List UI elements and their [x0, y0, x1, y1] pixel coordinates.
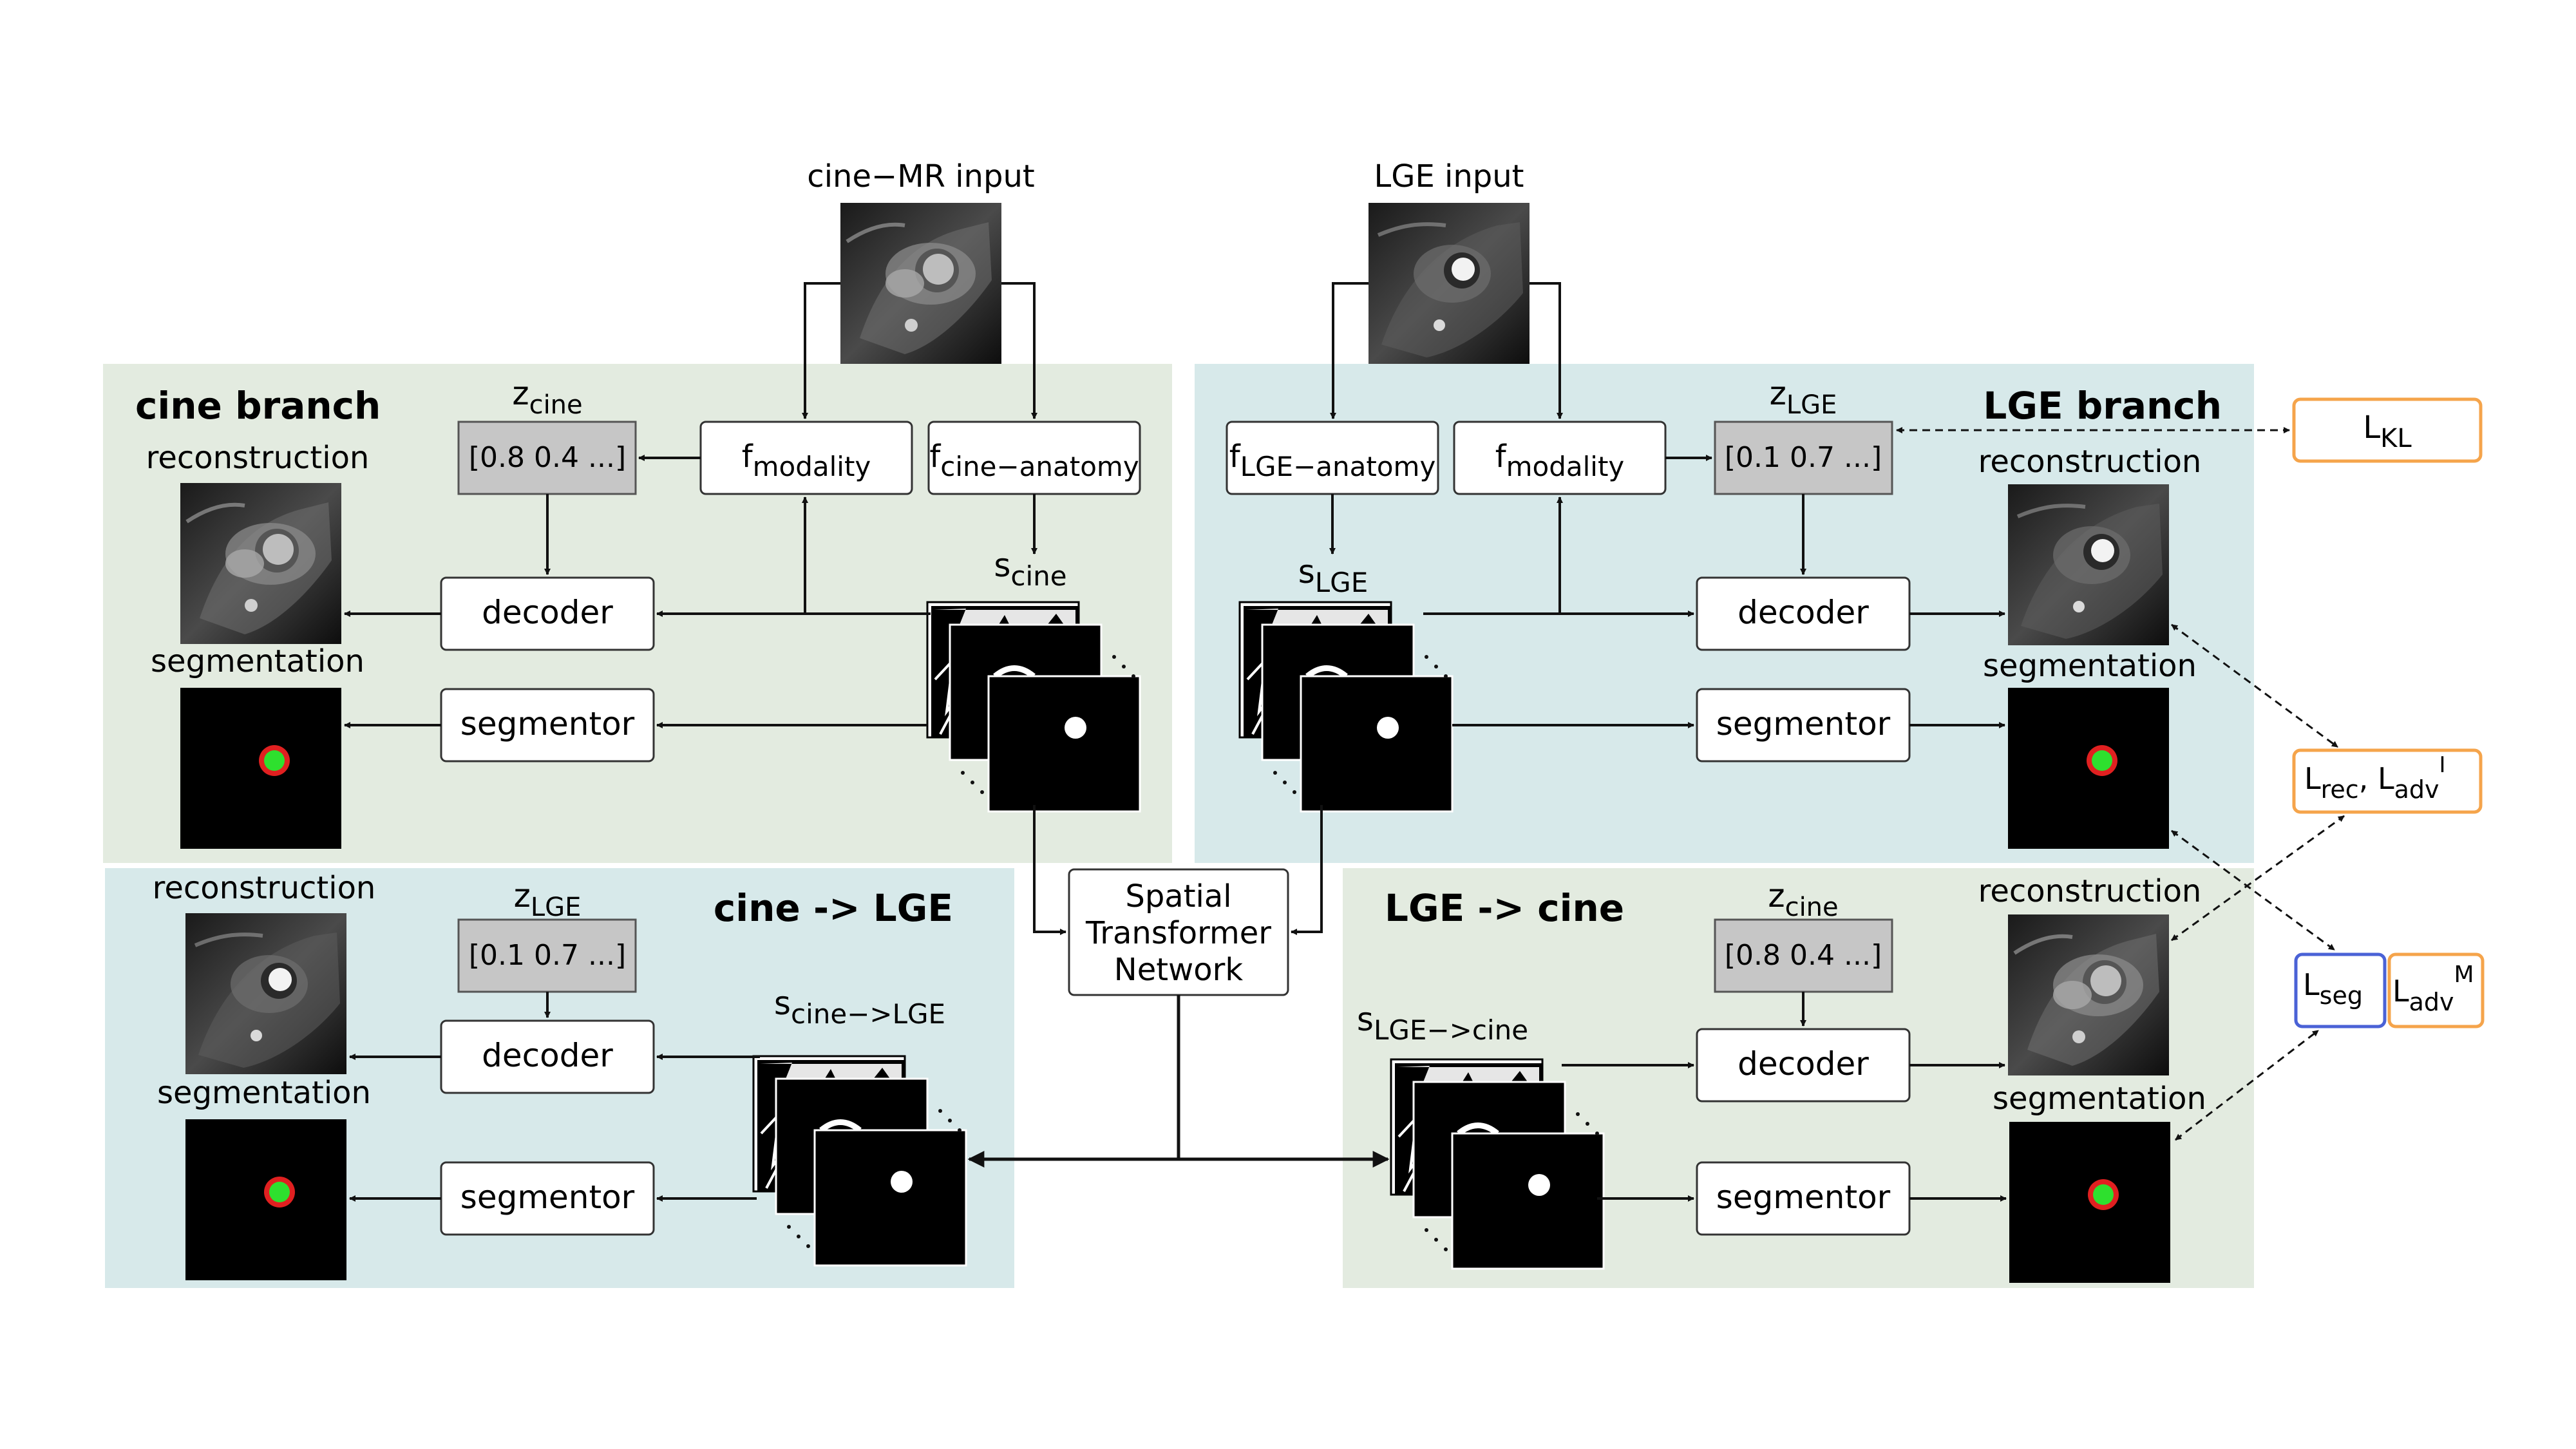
segmentor-lge-label: segmentor — [1716, 705, 1891, 743]
loss-seg-box — [2294, 952, 2387, 1028]
segmentation-label-cine: segmentation — [151, 643, 365, 679]
z-cine-label: zcine — [512, 375, 582, 420]
loss-seg-label: Lseg — [2303, 967, 2363, 1010]
f-lge-anatomy-label: fLGE−anatomy — [1229, 439, 1436, 482]
loss-rec-adv-label: Lrec, LadvI — [2304, 752, 2446, 804]
z-lge-label: zLGE — [1770, 375, 1837, 420]
s-cine-label: scine — [994, 547, 1066, 592]
segmentation-label-c2l: segmentation — [157, 1075, 371, 1111]
f-cine-anatomy-label: fcine−anatomy — [929, 439, 1139, 482]
loss-kl-label: LKL — [2363, 410, 2412, 453]
z-cine-value: [0.8 0.4 ...] — [469, 441, 626, 474]
l2c-reconstruction-image — [2008, 914, 2169, 1075]
cine-reconstruction-image — [180, 483, 341, 644]
z-cine-box — [457, 421, 637, 495]
z-lge-value-c2l: [0.1 0.7 ...] — [469, 939, 626, 972]
lge-input-label: LGE input — [1374, 158, 1524, 194]
stn-output-arrows — [967, 995, 1390, 1168]
loss-connections — [1896, 427, 2345, 1141]
s-lge-label: sLGE — [1298, 553, 1368, 598]
s-lge-to-cine-label: sLGE−>cine — [1357, 1001, 1528, 1046]
reconstruction-label-lge: reconstruction — [1978, 444, 2202, 480]
segmentation-label-l2c: segmentation — [1993, 1081, 2206, 1117]
loss-adv-m-label: LadvM — [2392, 961, 2474, 1016]
s-cine-to-lge-label: scine−>LGE — [774, 985, 945, 1030]
cine-input-label: cine−MR input — [807, 158, 1034, 194]
loss-rec-adv-box — [2292, 748, 2483, 814]
c2l-reconstruction-image — [185, 913, 346, 1074]
stn-line-2: Transformer — [1085, 915, 1271, 951]
cine-branch-title: cine branch — [135, 384, 381, 428]
z-cine-label-l2c: zcine — [1768, 877, 1838, 922]
segmentor-l2c-label: segmentor — [1716, 1179, 1891, 1216]
segmentor-cine-label: segmentor — [460, 705, 635, 743]
z-cine-value-l2c: [0.8 0.4 ...] — [1725, 939, 1882, 972]
lge-reconstruction-image — [2008, 484, 2169, 645]
f-modality-cine-label: fmodality — [742, 439, 871, 482]
decoder-l2c-label: decoder — [1738, 1045, 1869, 1083]
lge-segmentation-image — [2008, 688, 2169, 849]
cine-to-lge-title: cine -> LGE — [714, 886, 953, 930]
l2c-segmentation-image — [2009, 1122, 2170, 1283]
loss-adv-m-box — [2387, 952, 2485, 1028]
reconstruction-label-c2l: reconstruction — [153, 870, 376, 906]
lge-branch-title: LGE branch — [1983, 384, 2222, 428]
f-modality-lge-label: fmodality — [1495, 439, 1625, 482]
reconstruction-label-l2c: reconstruction — [1978, 873, 2202, 909]
lge-input-image — [1368, 203, 1530, 364]
decoder-cine-label: decoder — [482, 594, 613, 631]
z-cine-box-l2c — [1714, 918, 1893, 993]
decoder-c2l-label: decoder — [482, 1037, 613, 1074]
reconstruction-label-cine: reconstruction — [146, 440, 370, 476]
z-lge-box — [1714, 421, 1893, 495]
segmentation-label-lge: segmentation — [1983, 648, 2197, 684]
stn-line-3: Network — [1114, 952, 1244, 988]
cine-segmentation-image — [180, 688, 341, 849]
stn-line-1: Spatial — [1125, 878, 1231, 914]
decoder-lge-label: decoder — [1738, 594, 1869, 631]
lge-to-cine-title: LGE -> cine — [1385, 886, 1624, 930]
c2l-segmentation-image — [185, 1119, 346, 1280]
z-lge-box-c2l — [457, 918, 637, 993]
loss-kl-box — [2292, 397, 2483, 463]
cine-input-image — [840, 203, 1001, 364]
z-lge-label-c2l: zLGE — [514, 877, 582, 922]
z-lge-value: [0.1 0.7 ...] — [1725, 441, 1882, 474]
segmentor-c2l-label: segmentor — [460, 1179, 635, 1216]
flow-arrows — [344, 282, 2007, 1202]
